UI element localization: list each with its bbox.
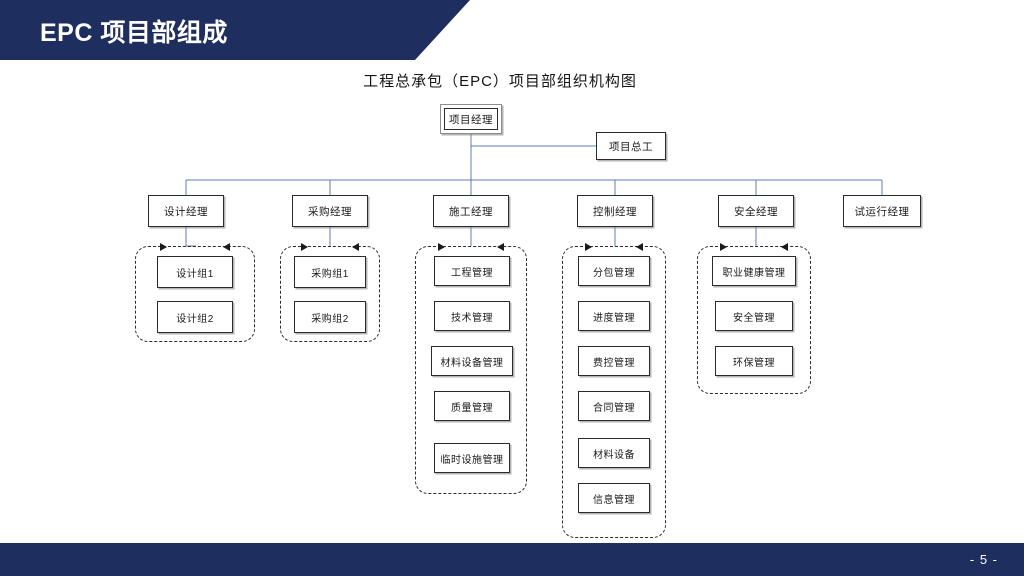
node-procurement-manager[interactable]: 采购经理 bbox=[292, 195, 368, 227]
node-safety-item-1-label: 职业健康管理 bbox=[722, 267, 786, 279]
node-procurement-manager-label: 采购经理 bbox=[308, 205, 352, 218]
node-control-item-5-label: 材料设备 bbox=[593, 449, 635, 461]
node-construction-manager[interactable]: 施工经理 bbox=[433, 195, 509, 227]
node-design-manager[interactable]: 设计经理 bbox=[148, 195, 224, 227]
chart-title: 工程总承包（EPC）项目部组织机构图 bbox=[0, 70, 1024, 91]
node-construction-item-5[interactable]: 临时设施管理 bbox=[434, 443, 510, 473]
arrow-left-icon bbox=[497, 243, 504, 251]
arrow-left-icon bbox=[781, 243, 788, 251]
node-commissioning-manager[interactable]: 试运行经理 bbox=[843, 195, 921, 227]
node-project-chief-engineer-label: 项目总工 bbox=[609, 140, 653, 153]
node-design-team-1[interactable]: 设计组1 bbox=[157, 256, 233, 288]
node-control-item-2-label: 进度管理 bbox=[593, 312, 635, 324]
node-construction-item-3[interactable]: 材料设备管理 bbox=[431, 346, 513, 376]
arrow-right-icon bbox=[438, 243, 445, 251]
node-control-manager-label: 控制经理 bbox=[593, 205, 637, 218]
node-control-item-3[interactable]: 费控管理 bbox=[578, 346, 650, 376]
node-construction-item-2-label: 技术管理 bbox=[451, 312, 493, 324]
node-commissioning-manager-label: 试运行经理 bbox=[854, 205, 910, 218]
node-safety-item-2[interactable]: 安全管理 bbox=[715, 301, 793, 331]
node-procurement-team-2[interactable]: 采购组2 bbox=[294, 301, 366, 333]
arrow-right-icon bbox=[160, 243, 167, 251]
node-safety-manager[interactable]: 安全经理 bbox=[718, 195, 794, 227]
group-construction-group bbox=[415, 243, 527, 494]
arrow-right-icon bbox=[301, 243, 308, 251]
node-design-manager-label: 设计经理 bbox=[164, 205, 208, 218]
node-control-item-6-label: 信息管理 bbox=[593, 494, 635, 506]
node-design-team-2-label: 设计组2 bbox=[176, 313, 214, 325]
group-procurement-group bbox=[280, 243, 380, 342]
node-construction-manager-label: 施工经理 bbox=[449, 205, 493, 218]
node-control-manager[interactable]: 控制经理 bbox=[577, 195, 653, 227]
node-project-manager[interactable]: 项目经理 bbox=[440, 104, 502, 134]
node-control-item-4-label: 合同管理 bbox=[593, 402, 635, 414]
node-control-item-2[interactable]: 进度管理 bbox=[578, 301, 650, 331]
node-design-team-1-label: 设计组1 bbox=[176, 268, 214, 280]
node-safety-item-1[interactable]: 职业健康管理 bbox=[712, 256, 796, 286]
node-project-manager-frame: 项目经理 bbox=[444, 108, 498, 130]
node-safety-manager-label: 安全经理 bbox=[734, 205, 778, 218]
node-safety-item-3[interactable]: 环保管理 bbox=[715, 346, 793, 376]
node-construction-item-1[interactable]: 工程管理 bbox=[434, 256, 510, 286]
footer-bar bbox=[0, 543, 1024, 576]
node-control-item-6[interactable]: 信息管理 bbox=[578, 483, 650, 513]
org-chart: 工程总承包（EPC）项目部组织机构图 bbox=[0, 60, 1024, 543]
arrow-right-icon bbox=[585, 243, 592, 251]
chart-title-text: 工程总承包（EPC）项目部组织机构图 bbox=[363, 73, 637, 90]
arrow-left-icon bbox=[223, 243, 230, 251]
node-procurement-team-1[interactable]: 采购组1 bbox=[294, 256, 366, 288]
node-safety-item-3-label: 环保管理 bbox=[733, 357, 775, 369]
arrow-left-icon bbox=[352, 243, 359, 251]
group-design-group bbox=[135, 243, 255, 342]
node-construction-item-5-label: 临时设施管理 bbox=[440, 454, 504, 466]
page-number: - 5 - bbox=[969, 552, 998, 567]
page-title: EPC 项目部组成 bbox=[40, 19, 228, 47]
node-control-item-1[interactable]: 分包管理 bbox=[578, 256, 650, 286]
header-banner bbox=[0, 0, 470, 60]
node-construction-item-1-label: 工程管理 bbox=[451, 267, 493, 279]
node-project-manager-label: 项目经理 bbox=[449, 113, 493, 126]
group-control-group bbox=[562, 243, 666, 538]
node-procurement-team-1-label: 采购组1 bbox=[311, 268, 349, 280]
group-safety-group bbox=[697, 243, 811, 394]
node-control-item-5[interactable]: 材料设备 bbox=[578, 438, 650, 468]
node-construction-item-4-label: 质量管理 bbox=[451, 402, 493, 414]
node-control-item-4[interactable]: 合同管理 bbox=[578, 391, 650, 421]
node-safety-item-2-label: 安全管理 bbox=[733, 312, 775, 324]
node-control-item-1-label: 分包管理 bbox=[593, 267, 635, 279]
node-design-team-2[interactable]: 设计组2 bbox=[157, 301, 233, 333]
node-control-item-3-label: 费控管理 bbox=[593, 357, 635, 369]
arrow-right-icon bbox=[720, 243, 727, 251]
connector-lines bbox=[185, 133, 883, 247]
node-construction-item-4[interactable]: 质量管理 bbox=[434, 391, 510, 421]
node-construction-item-3-label: 材料设备管理 bbox=[440, 357, 504, 369]
node-procurement-team-2-label: 采购组2 bbox=[311, 313, 349, 325]
arrow-left-icon bbox=[636, 243, 643, 251]
node-construction-item-2[interactable]: 技术管理 bbox=[434, 301, 510, 331]
node-project-chief-engineer[interactable]: 项目总工 bbox=[596, 132, 666, 160]
